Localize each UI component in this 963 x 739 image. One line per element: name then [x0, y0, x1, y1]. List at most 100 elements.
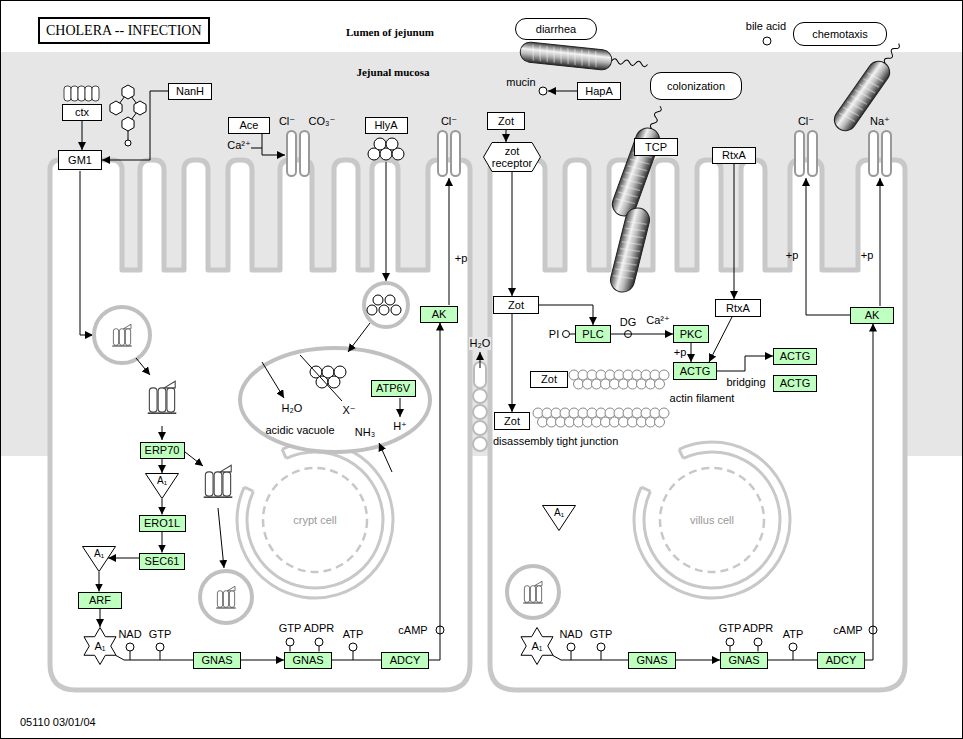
- entity-box: Zot: [487, 112, 525, 130]
- toxin-subunit: [149, 388, 157, 412]
- flagellum: [611, 58, 647, 67]
- gene-box: ARF: [78, 592, 122, 609]
- phosphorylation-arrow: [806, 178, 850, 315]
- entity-box: RtxA: [715, 299, 761, 317]
- acidic-vacuole: [240, 348, 430, 452]
- compound-label: DG: [620, 316, 637, 329]
- pathway-connector: [82, 121, 83, 151]
- toxin-symbol: [148, 381, 177, 413]
- phenotype-box: colonization: [650, 72, 742, 100]
- ion-channel: [882, 131, 891, 176]
- hlya-heptamer: [386, 138, 398, 150]
- bacterium-stripe: [587, 50, 591, 66]
- compound-label: NH₃: [355, 426, 375, 439]
- node-text: GNAS: [728, 654, 759, 667]
- transport-arrow: [348, 323, 370, 352]
- bacterium-stripe: [622, 240, 642, 247]
- pathway-connector: [108, 558, 139, 559]
- actin-bead: [655, 379, 665, 389]
- toxin-subunit: [205, 472, 213, 496]
- process-label: bridging: [726, 376, 765, 389]
- toxin-subunit: [536, 586, 541, 603]
- gene-box: GNAS: [193, 652, 241, 669]
- phospho-label: +p: [455, 252, 468, 265]
- bacterium-stripe: [545, 46, 549, 62]
- ion-label: Na⁺: [870, 115, 890, 128]
- node-text: diarrhea: [536, 23, 576, 36]
- toxin-pentamer: [78, 86, 85, 101]
- node-text: AK: [865, 309, 880, 322]
- phospho-label: +p: [674, 346, 687, 359]
- hlya-heptamer: [379, 305, 389, 315]
- ion-channel: [795, 131, 804, 176]
- bacterium-stripe: [623, 233, 643, 240]
- pathway-connector: [676, 660, 720, 661]
- toxin-subunit: [530, 586, 535, 603]
- sugar-ring: [122, 85, 134, 99]
- node-text: ADCY: [826, 654, 857, 667]
- gene-box: ERP70: [140, 442, 185, 459]
- toxin-subunit: [113, 329, 118, 346]
- bacterium-stripe: [594, 51, 598, 67]
- bacterium-stripe: [627, 219, 647, 226]
- gene-box: GNAS: [284, 652, 332, 669]
- junction-protein: [473, 421, 487, 435]
- subunit-star: A₁: [517, 627, 557, 665]
- actin-bead: [655, 417, 665, 427]
- toxin-base: [112, 345, 132, 346]
- gene-box: ACTG: [773, 348, 817, 365]
- map-title: CHOLERA -- INFECTION: [38, 17, 210, 44]
- compound-label: H₂O: [469, 337, 492, 350]
- pathway-connector: [241, 660, 284, 661]
- pathway-connector: [102, 91, 168, 160]
- compound-dot: [754, 638, 762, 646]
- phosphorylation-arrow: [880, 178, 881, 306]
- vesicle: [507, 566, 559, 618]
- pathway-connector: [99, 572, 100, 592]
- pathway-connector: [100, 609, 101, 628]
- bacterium-body: [519, 41, 613, 71]
- transport-arrow: [386, 162, 387, 281]
- compound-dot: [315, 638, 323, 646]
- er-membrane: [244, 487, 253, 491]
- compound-stem: [130, 651, 131, 660]
- hlya-heptamer: [374, 138, 386, 150]
- node-text: ERO1L: [144, 517, 180, 530]
- pathway-connector: [506, 130, 507, 142]
- bacterium-stripe: [620, 184, 639, 193]
- hlya-heptamer: [373, 295, 383, 305]
- entity-box: GM1: [58, 150, 102, 170]
- bacterium-stripe: [573, 49, 577, 65]
- hlya-heptamer: [385, 295, 395, 305]
- compound-stem: [353, 651, 354, 660]
- node-text: RtxA: [722, 149, 746, 162]
- compound-label: NAD: [559, 628, 582, 641]
- gene-box: PLC: [575, 325, 611, 343]
- node-text: TCP: [645, 141, 667, 154]
- toxin-subunit: [223, 472, 231, 496]
- transport-arrow: [185, 452, 203, 466]
- er-membrane: [247, 452, 383, 588]
- actin-bead: [659, 408, 669, 418]
- toxin-a-subunit: [164, 381, 175, 388]
- bacterium-stripe: [559, 47, 563, 63]
- pathway-connector: [116, 656, 193, 661]
- gene-box: ACTG: [773, 375, 817, 392]
- process-label: actin filament: [670, 392, 735, 405]
- compound-stem: [160, 651, 161, 660]
- node-text: Ace: [240, 119, 259, 132]
- bacterium-stripe: [617, 260, 637, 267]
- entity-box: Zot: [493, 296, 539, 314]
- gene-box: PKC: [673, 325, 709, 343]
- transport-arrow: [218, 508, 224, 568]
- compound-dot: [156, 643, 164, 651]
- compound-label: ATP: [343, 628, 364, 641]
- gene-box: GNAS: [720, 652, 768, 669]
- er-membrane: [634, 442, 790, 598]
- bacterium-stripe: [620, 247, 640, 254]
- toxin-subunit: [223, 591, 228, 608]
- compound-stem: [793, 651, 794, 660]
- compound-dot: [126, 643, 134, 651]
- pathway-connector: [709, 317, 732, 362]
